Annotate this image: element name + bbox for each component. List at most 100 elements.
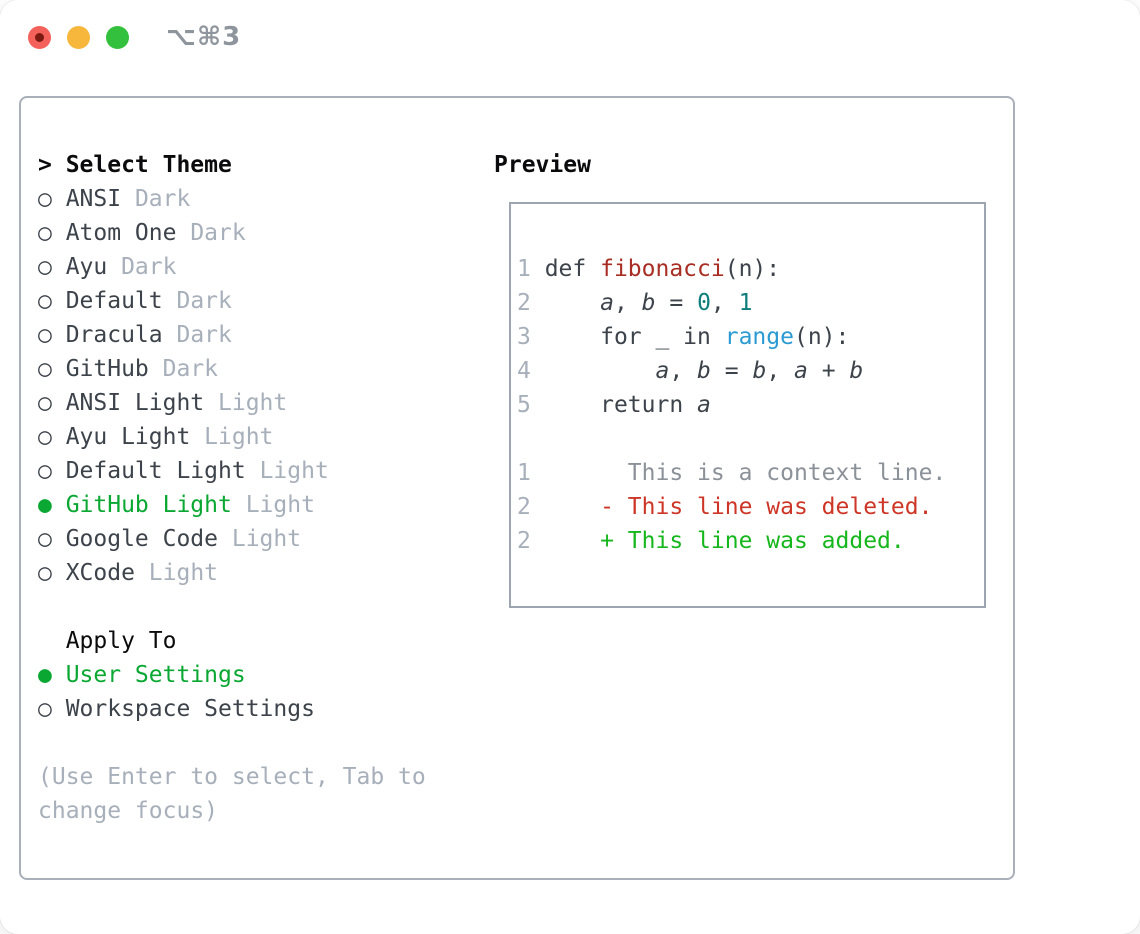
theme-name: Ayu Light xyxy=(65,424,205,450)
window-title: ⌥⌘3 xyxy=(166,22,242,52)
preview-line: 1 This is a context line. xyxy=(517,456,984,490)
zoom-button[interactable] xyxy=(106,26,129,49)
code-segment-ln: 1 xyxy=(517,256,545,282)
code-segment-code xyxy=(545,290,600,316)
code-segment-ln: 3 xyxy=(517,324,545,350)
preview-line xyxy=(517,422,984,456)
select-theme-title: Select Theme xyxy=(65,152,232,178)
preview-line: 1 def fibonacci(n): xyxy=(517,252,984,286)
theme-variant-tag: Light xyxy=(204,424,274,450)
theme-option-dracula-dark[interactable]: ○Dracula Dark xyxy=(38,318,426,352)
theme-option-github-light-light[interactable]: ●GitHub Light Light xyxy=(38,488,426,522)
code-segment-var: b xyxy=(697,358,711,384)
theme-variant-tag: Dark xyxy=(162,356,219,382)
theme-option-default-light-light[interactable]: ○Default Light Light xyxy=(38,454,426,488)
radio-unselected-icon: ○ xyxy=(38,526,52,552)
code-segment-var: b xyxy=(641,290,656,316)
spacer-row xyxy=(38,726,426,760)
radio-unselected-icon: ○ xyxy=(38,390,52,416)
theme-name: Ayu xyxy=(65,254,122,280)
close-button[interactable] xyxy=(28,26,51,49)
traffic-lights xyxy=(28,26,129,49)
preview-header: Preview xyxy=(494,152,591,178)
hint-line-2: change focus) xyxy=(38,798,219,824)
theme-option-ayu-dark[interactable]: ○ Ayu Dark xyxy=(38,250,426,284)
theme-name: Default Light xyxy=(65,458,260,484)
code-segment-code: = xyxy=(710,358,753,384)
theme-option-google-code-light[interactable]: ○Google Code Light xyxy=(38,522,426,556)
radio-unselected-icon: ○ xyxy=(38,254,52,280)
theme-variant-tag: Dark xyxy=(190,220,246,246)
apply-to-header: Apply To xyxy=(65,628,177,654)
cursor-icon: > xyxy=(38,152,52,178)
apply-option-workspace-settings[interactable]: ○Workspace Settings xyxy=(38,692,426,726)
preview-line: 2 a, b = 0, 1 xyxy=(517,286,984,320)
code-segment-code: , xyxy=(766,358,795,384)
theme-name: GitHub Light xyxy=(65,492,246,518)
theme-option-atom-one-dark[interactable]: ○Atom One Dark xyxy=(38,216,426,250)
code-segment-ln: 4 xyxy=(517,358,545,384)
code-segment-code: for _ in xyxy=(544,324,725,350)
theme-name: Google Code xyxy=(65,526,232,552)
minimize-button[interactable] xyxy=(67,26,90,49)
code-segment-code: + xyxy=(807,358,850,384)
theme-variant-tag: Light xyxy=(259,458,329,484)
titlebar: ⌥⌘3 xyxy=(0,0,1140,74)
code-segment-code xyxy=(545,358,656,384)
theme-variant-tag: Light xyxy=(218,390,288,416)
radio-unselected-icon: ○ xyxy=(38,288,52,314)
code-segment-code: , xyxy=(710,290,739,316)
theme-variant-tag: Dark xyxy=(176,288,232,314)
preview-line: 2 - This line was deleted. xyxy=(517,490,984,524)
spacer-row xyxy=(38,590,426,624)
hint-line-1: (Use Enter to select, Tab to xyxy=(38,764,426,790)
code-segment-add: + This line was added. xyxy=(544,528,905,554)
theme-name: ANSI xyxy=(65,186,135,212)
code-segment-ln: 2 xyxy=(517,528,545,554)
code-segment-num: 0 xyxy=(697,290,711,316)
theme-option-github-dark[interactable]: ○ GitHub Dark xyxy=(38,352,426,386)
theme-name: ANSI Light xyxy=(65,390,219,416)
theme-variant-tag: Light xyxy=(148,560,219,586)
theme-option-xcode-light[interactable]: ○XCode Light xyxy=(38,556,426,590)
theme-name: GitHub xyxy=(65,356,163,382)
code-segment-var: a xyxy=(794,358,808,384)
theme-list-column: >Select Theme ○ANSI Dark○Atom One Dark○A… xyxy=(38,148,426,828)
select-theme-header: > Select Theme xyxy=(38,148,426,182)
theme-name: Default xyxy=(65,288,177,314)
apply-option-user-settings[interactable]: ● User Settings xyxy=(38,658,426,692)
radio-selected-icon: ● xyxy=(38,662,52,688)
radio-unselected-icon: ○ xyxy=(38,356,52,382)
theme-option-ansi-light-light[interactable]: ○ ANSI Light Light xyxy=(38,386,426,420)
theme-option-ansi-dark[interactable]: ○ ANSI Dark xyxy=(38,182,426,216)
theme-variant-tag: Dark xyxy=(176,322,232,348)
code-segment-var: a xyxy=(697,392,711,418)
code-segment-call: range xyxy=(724,324,794,350)
theme-option-default-dark[interactable]: ○ Default Dark xyxy=(38,284,426,318)
theme-variant-tag: Dark xyxy=(134,186,191,212)
theme-variant-tag: Dark xyxy=(121,254,177,280)
code-segment-code: = xyxy=(655,290,698,316)
apply-option-label: User Settings xyxy=(65,662,246,688)
code-segment-var: b xyxy=(849,358,864,384)
code-segment-code: , xyxy=(613,290,642,316)
preview-line: 3 for _ in range(n): xyxy=(517,320,984,354)
code-segment-ln: 2 xyxy=(517,494,545,520)
apply-option-label: Workspace Settings xyxy=(65,696,315,722)
radio-unselected-icon: ○ xyxy=(38,186,52,212)
code-segment-code: return xyxy=(544,392,698,418)
theme-variant-tag: Light xyxy=(245,492,315,518)
code-segment-var: b xyxy=(752,358,767,384)
code-segment-code: (n): xyxy=(724,256,781,282)
code-segment-code: (n): xyxy=(793,324,850,350)
radio-unselected-icon: ○ xyxy=(38,322,52,348)
theme-option-ayu-light-light[interactable]: ○ Ayu Light Light xyxy=(38,420,426,454)
preview-line xyxy=(517,218,984,252)
radio-unselected-icon: ○ xyxy=(38,220,52,246)
theme-name: XCode xyxy=(65,560,149,586)
radio-unselected-icon: ○ xyxy=(38,424,52,450)
preview-line: 2 + This line was added. xyxy=(517,524,984,558)
preview-line: 5 return a xyxy=(517,388,984,422)
